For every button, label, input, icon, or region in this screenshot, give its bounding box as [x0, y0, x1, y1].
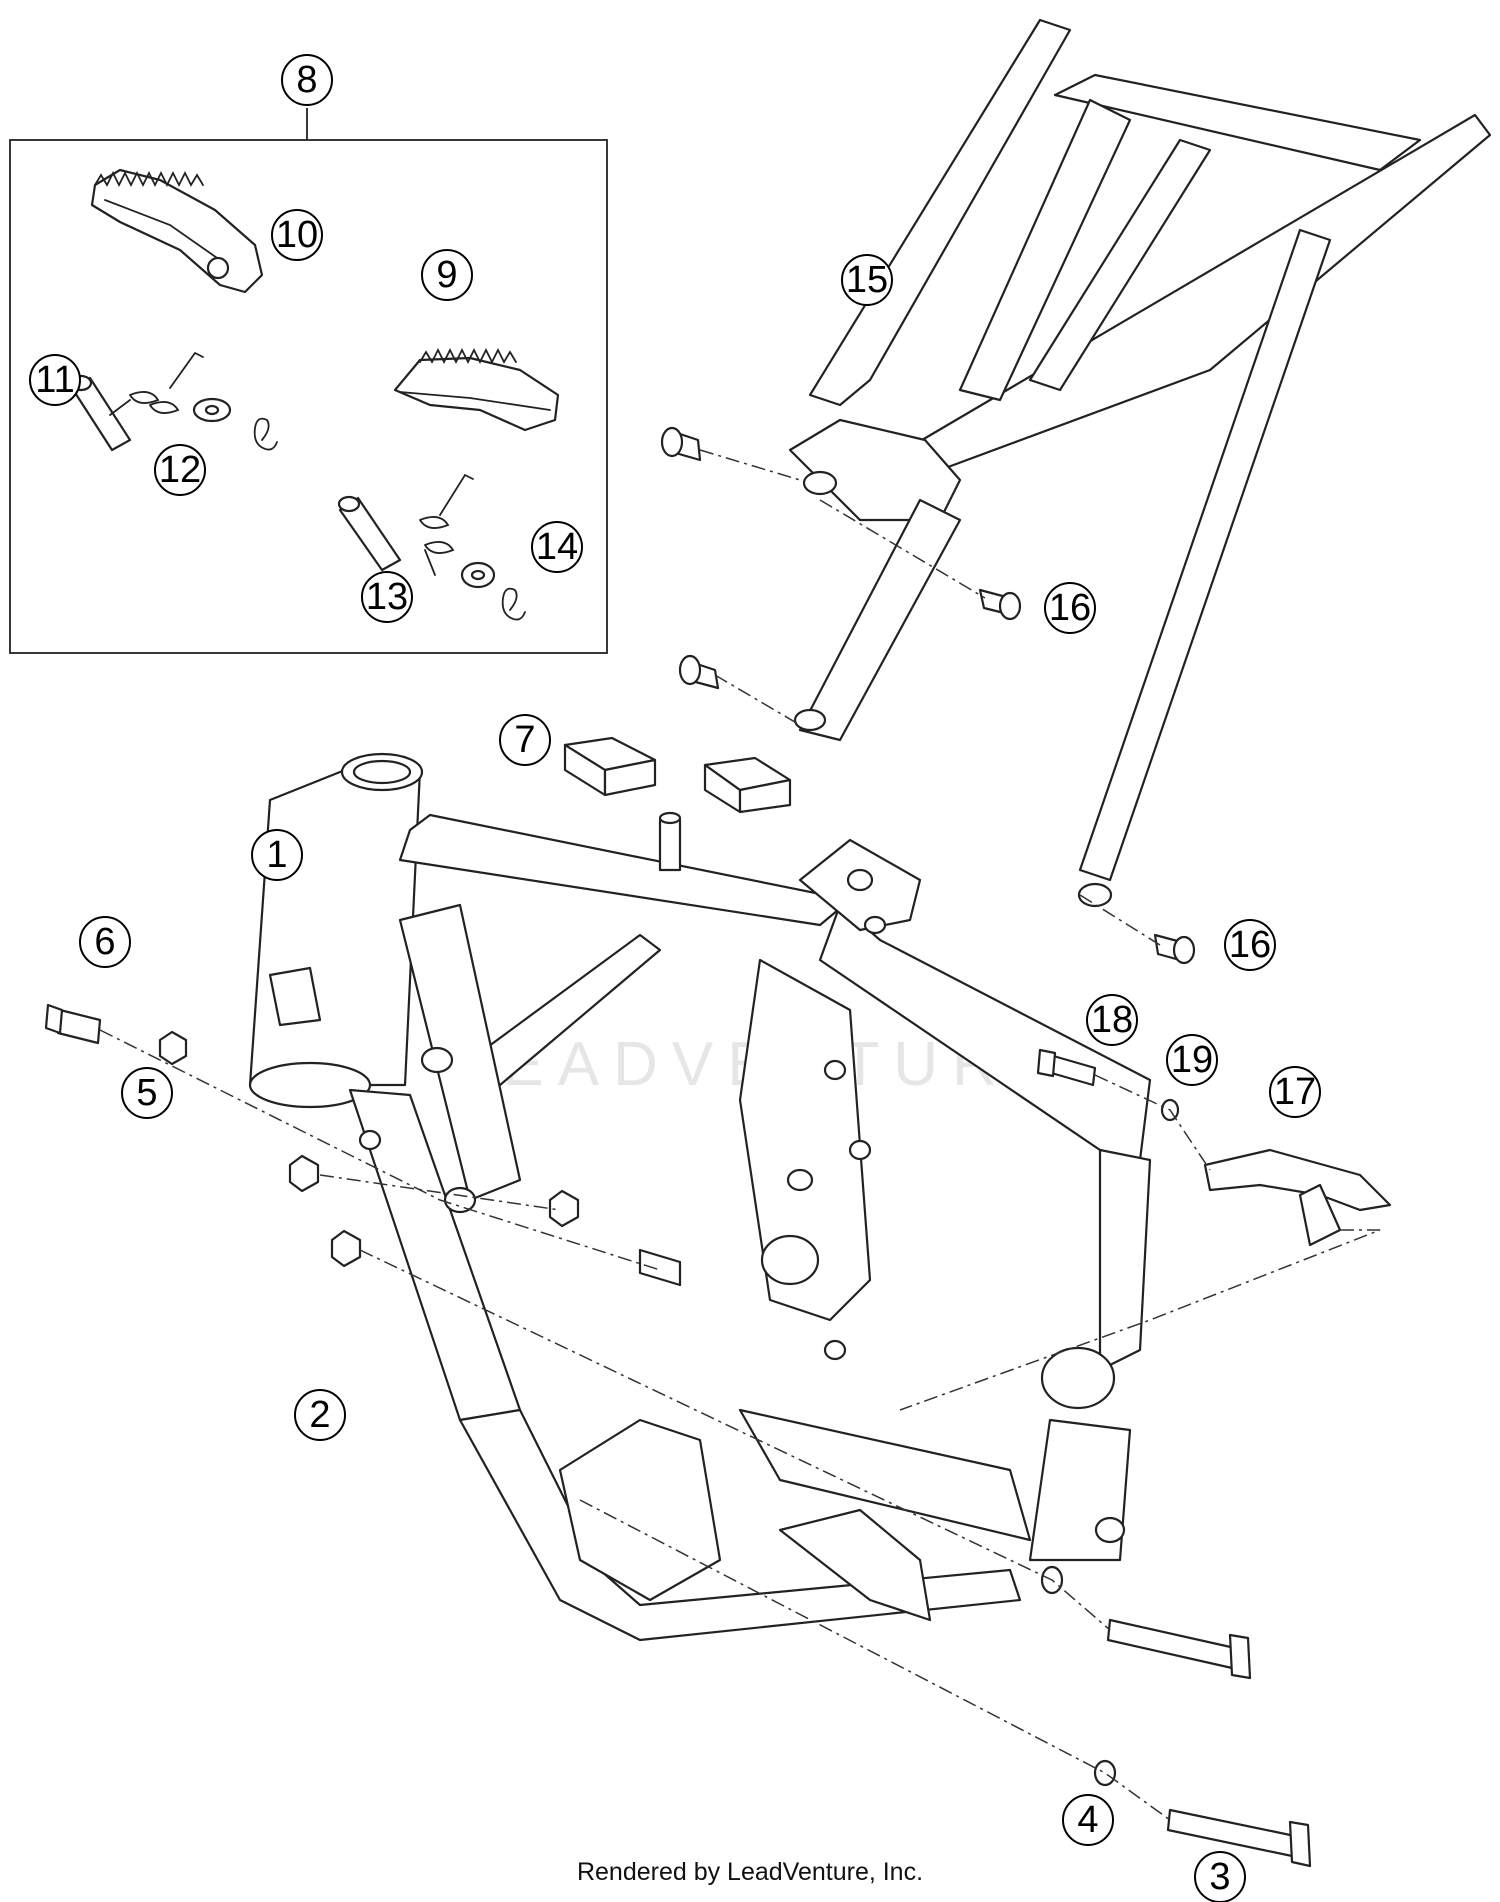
chain-guide-bolt: [1036, 1048, 1097, 1087]
svg-text:19: 19: [1171, 1039, 1213, 1081]
svg-text:10: 10: [276, 214, 318, 256]
render-credit: Rendered by LeadVenture, Inc.: [576, 1858, 924, 1886]
svg-text:4: 4: [1077, 1799, 1098, 1841]
callout-4: 4: [1062, 1794, 1114, 1846]
spring-left: [109, 351, 204, 416]
svg-text:15: 15: [846, 259, 888, 301]
leader-lines: [99, 449, 1381, 1821]
callout-1: 1: [251, 829, 303, 881]
footpeg-left: [90, 168, 264, 294]
engine-mount-nut-upper: [288, 1154, 320, 1193]
svg-text:9: 9: [436, 254, 457, 296]
svg-text:16: 16: [1229, 924, 1271, 966]
callout-18: 18: [1086, 994, 1138, 1046]
callout-13: 13: [361, 571, 413, 623]
callout-10: 10: [271, 209, 323, 261]
svg-text:18: 18: [1091, 999, 1133, 1041]
washer-left: [192, 397, 232, 423]
long-bolt-lower: [1166, 1808, 1312, 1868]
svg-text:1: 1: [266, 834, 287, 876]
engine-mount-nut-mid: [548, 1189, 580, 1228]
washer-lower: [1093, 1759, 1117, 1787]
rubber-block-left: [563, 736, 657, 797]
long-bolt-upper: [1106, 1618, 1252, 1680]
engine-mount-bolt-short: [638, 1248, 682, 1287]
footpeg-right: [393, 347, 560, 432]
callout-6: 6: [79, 916, 131, 968]
rear-subframe: [788, 18, 1492, 908]
callout-15: 15: [841, 254, 893, 306]
subframe-bolt-lower-right: [1153, 933, 1196, 965]
engine-mount-nut-lower: [330, 1229, 362, 1268]
svg-text:5: 5: [136, 1072, 157, 1114]
washer-right: [460, 561, 496, 589]
svg-text:17: 17: [1274, 1071, 1316, 1113]
subframe-bolt-middle: [978, 588, 1022, 621]
callout-12: 12: [154, 444, 206, 496]
svg-text:8: 8: [296, 59, 317, 101]
cotter-pin-right: [501, 587, 526, 621]
svg-text:11: 11: [35, 359, 74, 401]
callout-17: 17: [1269, 1066, 1321, 1118]
callout-9: 9: [421, 249, 473, 301]
svg-text:3: 3: [1209, 1856, 1230, 1898]
callout-3: 3: [1194, 1851, 1246, 1902]
callout-5: 5: [121, 1067, 173, 1119]
callout-2: 2: [294, 1389, 346, 1441]
svg-text:12: 12: [159, 449, 201, 491]
subframe-bolt-upper: [660, 426, 702, 462]
svg-text:14: 14: [536, 526, 578, 568]
cotter-pin-left: [253, 417, 278, 451]
front-engine-bolt: [44, 1003, 102, 1045]
svg-text:7: 7: [514, 719, 535, 761]
callout-11: 11: [29, 354, 81, 406]
callout-14: 14: [531, 521, 583, 573]
svg-text:2: 2: [309, 1394, 330, 1436]
callout-16-upper: 16: [1044, 582, 1096, 634]
rubber-block-right: [703, 756, 792, 814]
footpeg-kit-box: [9, 139, 608, 654]
footpeg-pin-right: [337, 495, 402, 572]
svg-text:16: 16: [1049, 587, 1091, 629]
spring-right: [419, 473, 474, 576]
callout-7: 7: [499, 714, 551, 766]
callout-8: 8: [281, 54, 333, 106]
chain-guide: [1203, 1148, 1392, 1247]
front-engine-nut: [158, 1030, 188, 1066]
svg-text:13: 13: [366, 576, 408, 618]
callout-16-lower: 16: [1224, 919, 1276, 971]
main-frame: [248, 752, 1152, 1642]
svg-text:6: 6: [94, 921, 115, 963]
subframe-bolt-lower-left: [678, 654, 720, 690]
callout-19: 19: [1166, 1034, 1218, 1086]
